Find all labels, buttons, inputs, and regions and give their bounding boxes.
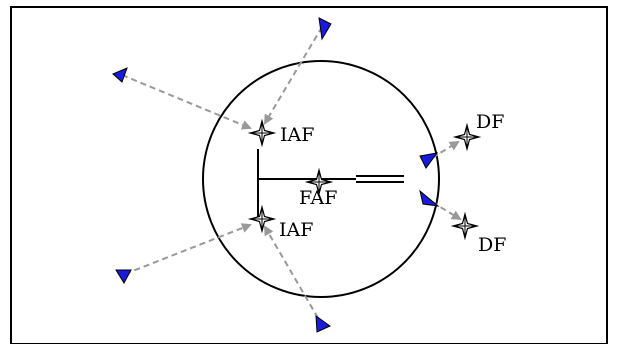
iaf-bottom-waypoint-icon: [249, 206, 275, 232]
df-bottom-waypoint-icon: [452, 213, 478, 239]
iaf-bottom-label: IAF: [279, 219, 313, 241]
iaf-top-waypoint-icon: [249, 120, 275, 146]
faf-label: FAF: [299, 187, 337, 209]
aircraft-top-icon: [318, 17, 332, 41]
arrow-bottom: [263, 225, 319, 319]
aircraft-right-top-icon: [419, 152, 439, 169]
iaf-top-label: IAF: [280, 124, 314, 146]
arrow-top: [263, 26, 323, 125]
arrow-left-bottom: [124, 223, 252, 275]
aircraft-left-top-icon: [112, 67, 128, 83]
arrow-to-df-top: [431, 140, 460, 159]
aircraft-bottom-icon: [315, 314, 331, 333]
aircraft-right-bottom-icon: [419, 189, 440, 207]
arrow-left-top: [121, 74, 252, 130]
df-top-label: DF: [476, 111, 504, 133]
frame-border: [10, 6, 608, 344]
aircraft-left-bottom-icon: [115, 269, 132, 285]
holding-circle: [202, 60, 440, 298]
df-bottom-label: DF: [478, 234, 506, 256]
